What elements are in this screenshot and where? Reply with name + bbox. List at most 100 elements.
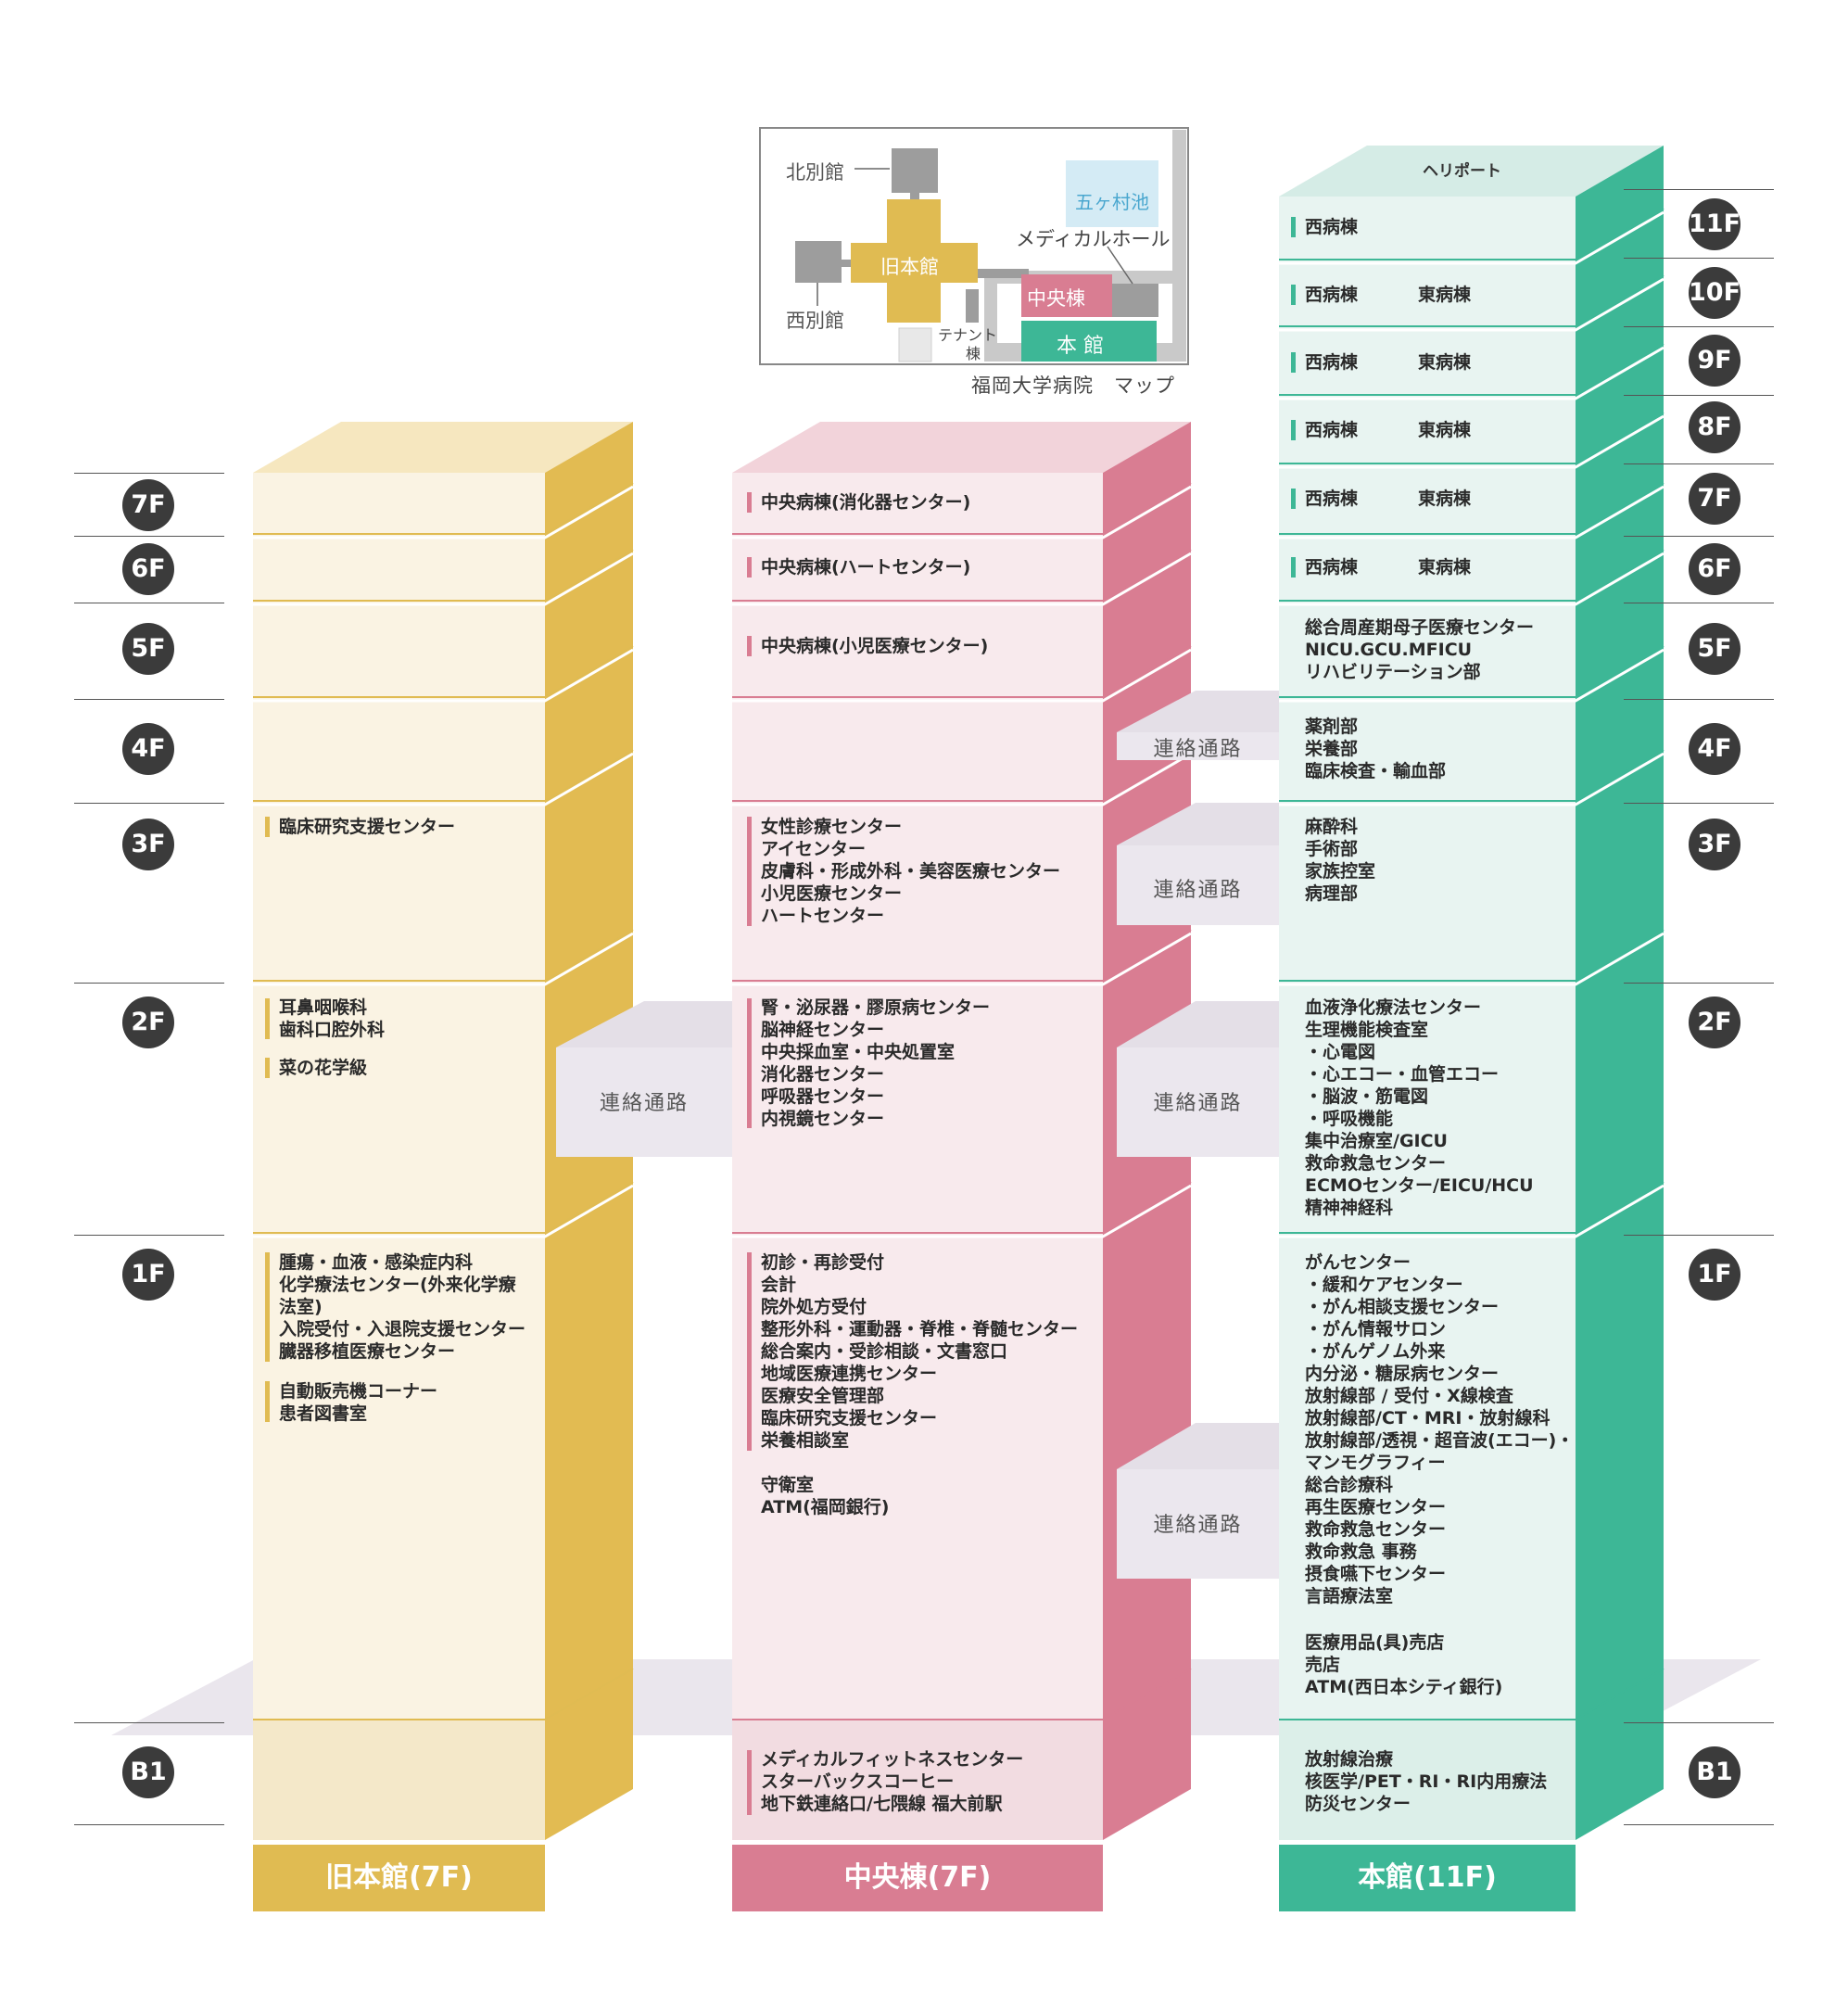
- kyu-2f-bar-b: [265, 1058, 270, 1078]
- hon-ward-bar: [1291, 420, 1296, 440]
- hon-ward-bar: [1291, 217, 1296, 237]
- map-label-tenant: テナント: [938, 326, 998, 344]
- hon-ward-bar: [1291, 285, 1296, 305]
- map-label-kita-bekkan: 北別館: [786, 161, 844, 184]
- chuo-1f-text-b: 守衛室 ATM(福岡銀行): [761, 1475, 890, 1517]
- chuo-b1-text: メディカルフィットネスセンター スターバックスコーヒー 地下鉄連絡口/七隈線 福…: [761, 1749, 1024, 1814]
- left-floor-divider: [74, 1235, 224, 1236]
- left-floor-badge-b1: B1: [122, 1746, 174, 1798]
- right-floor-badge-5f: 5F: [1689, 623, 1740, 675]
- hon-4f-text: 薬剤部 栄養部 臨床検査・輸血部: [1305, 717, 1447, 781]
- kyu-footer: 旧本館(7F): [253, 1845, 545, 1911]
- chuo-b1-front: [732, 1720, 1103, 1840]
- hon-east-ward-label: 東病棟: [1418, 285, 1472, 305]
- kyu-1f-bar-a: [265, 1252, 270, 1362]
- chuo-1f-text-a: 初診・再診受付 会計 院外処方受付 整形外科・運動器・脊椎・脊髄センター 総合案…: [761, 1252, 1079, 1451]
- hon-east-ward-label: 東病棟: [1418, 557, 1472, 578]
- right-floor-divider: [1624, 1824, 1774, 1825]
- right-floor-badge-8f: 8F: [1689, 401, 1740, 453]
- hon-5f-text: 総合周産期母子医療センター NICU.GCU.MFICU リハビリテーション部: [1305, 617, 1535, 682]
- right-floor-badge-7f: 7F: [1689, 473, 1740, 525]
- left-floor-divider: [74, 536, 224, 537]
- chuo-top: [732, 422, 1191, 473]
- hon-b1-text: 放射線治療 核医学/PET・RI・RI内用療法 防災センター: [1305, 1749, 1548, 1814]
- hon-1f-text-a: がんセンター ・緩和ケアセンター ・がん相談支援センター ・がん情報サロン ・が…: [1305, 1252, 1575, 1606]
- right-floor-badge-2f: 2F: [1689, 996, 1740, 1048]
- kyu-top: [253, 422, 633, 473]
- map-caption: 福岡大学病院 マップ: [971, 374, 1175, 397]
- map-label-honkan: 本 館: [1057, 335, 1104, 358]
- kyu-front: [253, 473, 545, 1840]
- hon-ward-bar: [1291, 352, 1296, 373]
- right-floor-divider: [1624, 803, 1774, 804]
- left-floor-divider: [74, 1722, 224, 1723]
- hon-west-ward-label: 西病棟: [1305, 217, 1359, 237]
- left-floor-badge-5f: 5F: [122, 623, 174, 675]
- hon-b1-front: [1279, 1720, 1576, 1840]
- left-floor-badge-3f: 3F: [122, 819, 174, 870]
- left-floor-badge-7f: 7F: [122, 479, 174, 531]
- chuo-5f-bar: [747, 636, 752, 656]
- chuo-7f-text: 中央病棟(消化器センター): [761, 492, 971, 513]
- kyu-1f-bar-b: [265, 1381, 270, 1422]
- bridge-label-4f: 連絡通路: [1153, 738, 1243, 761]
- left-floor-divider: [74, 473, 224, 474]
- chuo-1f-bar: [747, 1252, 752, 1451]
- right-floor-divider: [1624, 983, 1774, 984]
- hon-1f-text-b: 医療用品(具)売店 売店 ATM(西日本シティ銀行): [1305, 1632, 1503, 1697]
- right-floor-badge-11f: 11F: [1689, 198, 1740, 250]
- kyu-3f-text: 臨床研究支援センター: [279, 817, 456, 837]
- right-floor-divider: [1624, 326, 1774, 327]
- chuo-footer: 中央棟(7F): [732, 1845, 1103, 1911]
- hon-front: [1279, 197, 1576, 1840]
- left-floor-badge-4f: 4F: [122, 723, 174, 775]
- hon-top: [1279, 146, 1664, 197]
- hon-west-ward-label: 西病棟: [1305, 557, 1359, 578]
- chuo-5f-text: 中央病棟(小児医療センター): [761, 636, 989, 656]
- map-label-medical-hall: メディカルホール: [1016, 228, 1171, 250]
- kyu-b1-front: [253, 1720, 545, 1840]
- right-floor-badge-6f: 6F: [1689, 543, 1740, 595]
- left-floor-badge-6f: 6F: [122, 543, 174, 595]
- right-floor-divider: [1624, 536, 1774, 537]
- left-floor-divider: [74, 699, 224, 700]
- left-floor-badge-2f: 2F: [122, 996, 174, 1048]
- right-floor-divider: [1624, 189, 1774, 190]
- hon-east-ward-label: 東病棟: [1418, 352, 1472, 373]
- map-label-tenant-sub: 棟: [966, 345, 981, 362]
- chuo-6f-text: 中央病棟(ハートセンター): [761, 557, 971, 578]
- right-floor-divider: [1624, 258, 1774, 259]
- right-floor-badge-4f: 4F: [1689, 723, 1740, 775]
- heliport-label: ヘリポート: [1423, 162, 1501, 181]
- right-floor-divider: [1624, 1235, 1774, 1236]
- left-floor-badge-1f: 1F: [122, 1249, 174, 1301]
- map-kyu-honkan: [851, 199, 978, 323]
- hon-ward-bar: [1291, 557, 1296, 578]
- kyu-1f-text-b: 自動販売機コーナー 患者図書室: [279, 1381, 438, 1424]
- chuo-b1-bar: [747, 1750, 752, 1815]
- hon-side: [1576, 146, 1664, 1840]
- bridge-label-kyu-chuo-2f: 連絡通路: [599, 1092, 689, 1115]
- hon-3f-text: 麻酔科 手術部 家族控室 病理部: [1305, 817, 1376, 904]
- right-floor-badge-10f: 10F: [1689, 267, 1740, 319]
- right-floor-divider: [1624, 699, 1774, 700]
- kyu-1f-text-a: 腫瘍・血液・感染症内科 化学療法センター(外来化学療 法室) 入院受付・入退院支…: [279, 1252, 526, 1362]
- bridge-label-2f: 連絡通路: [1153, 1092, 1243, 1115]
- chuo-2f-bar: [747, 998, 752, 1128]
- hon-ward-bar: [1291, 489, 1296, 509]
- chuo-7f-bar: [747, 492, 752, 513]
- chuo-6f-bar: [747, 557, 752, 578]
- chuo-3f-bar: [747, 817, 752, 926]
- map-label-kyu-honkan: 旧本館: [880, 256, 939, 278]
- bridge-kyu-chuo-2f: [556, 1001, 732, 1047]
- left-floor-divider: [74, 803, 224, 804]
- map-label-gokamura-ike: 五ヶ村池: [1075, 191, 1149, 213]
- right-floor-badge-b1: B1: [1689, 1746, 1740, 1798]
- chuo-front: [732, 473, 1103, 1840]
- chuo-3f-text: 女性診療センター アイセンター 皮膚科・形成外科・美容医療センター 小児医療セン…: [761, 817, 1061, 926]
- left-floor-divider: [74, 983, 224, 984]
- kyu-2f-text-b: 菜の花学級: [279, 1058, 368, 1078]
- map-label-chuo-to: 中央棟: [1027, 287, 1085, 310]
- hon-west-ward-label: 西病棟: [1305, 352, 1359, 373]
